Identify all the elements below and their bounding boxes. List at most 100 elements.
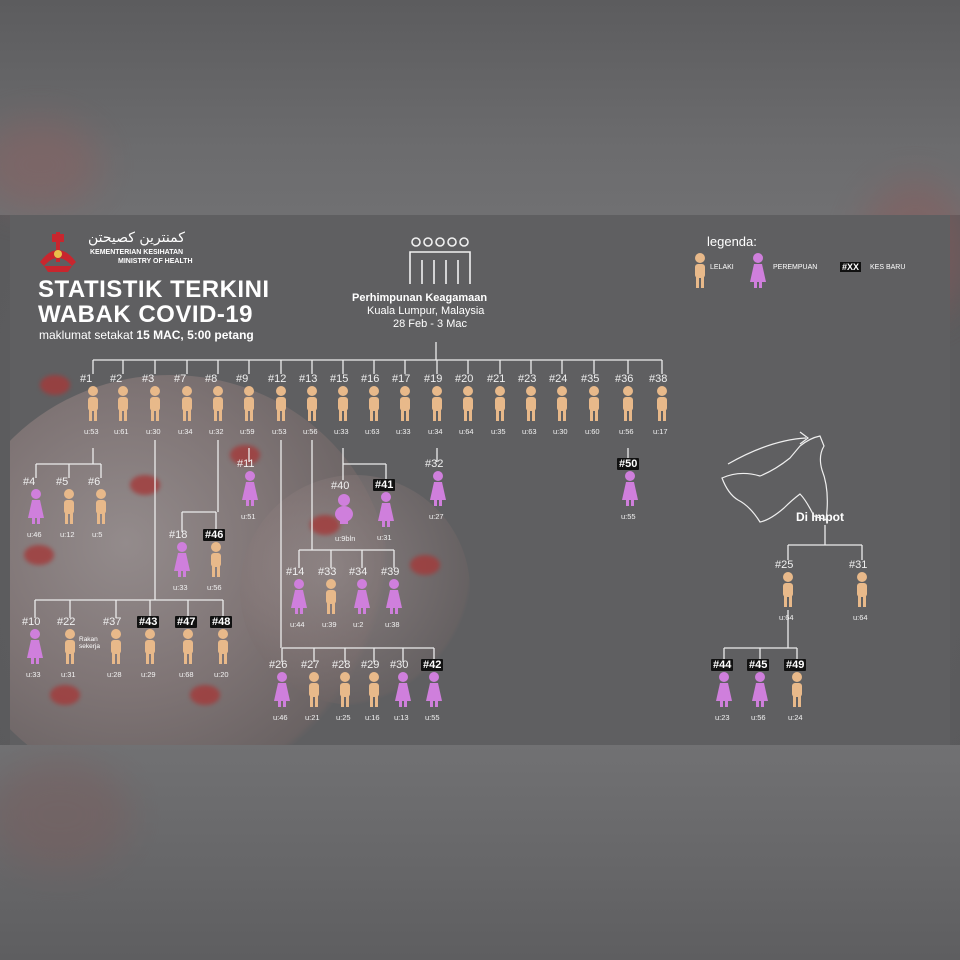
- legend-new-tag: #XX: [840, 262, 862, 272]
- case-age-label: u:63: [522, 427, 537, 436]
- case-id-label: #34: [349, 566, 368, 578]
- case-id-label: #33: [318, 566, 337, 578]
- case-age-label: u:46: [273, 713, 288, 722]
- case-age-label: u:56: [303, 427, 318, 436]
- case-id-label: #44: [711, 659, 734, 671]
- case-figure-icon: [463, 386, 473, 421]
- case-figure-icon: [783, 572, 793, 607]
- case-note: Rakan sekerja: [79, 636, 100, 650]
- case-id-label: #2: [110, 373, 123, 385]
- case-figure-icon: [64, 489, 74, 524]
- case-age-label: u:53: [84, 427, 99, 436]
- brunei-map-icon: [721, 435, 828, 523]
- case-id-label: #17: [392, 373, 411, 385]
- case-id-label: #27: [301, 659, 320, 671]
- case-age-label: u:27: [429, 512, 444, 521]
- case-id-label: #28: [332, 659, 351, 671]
- case-id-label: #12: [268, 373, 287, 385]
- case-figure-icon: [623, 386, 633, 421]
- background-top: [0, 0, 960, 215]
- case-id-label: #36: [615, 373, 634, 385]
- case-id-label: #8: [205, 373, 218, 385]
- case-age-label: u:33: [396, 427, 411, 436]
- case-id-label: #37: [103, 616, 122, 628]
- case-figure-icon: [378, 492, 394, 527]
- case-figure-icon: [244, 386, 254, 421]
- imported-label: Di Impot: [796, 510, 844, 524]
- case-figure-icon: [145, 629, 155, 664]
- gathering-title: Perhimpunan Keagamaan: [352, 292, 488, 304]
- case-age-label: u:38: [385, 620, 400, 629]
- case-id-label: #40: [331, 480, 350, 492]
- case-figure-icon: [386, 579, 402, 614]
- case-figure-icon: [213, 386, 223, 421]
- case-age-label: u:56: [619, 427, 634, 436]
- case-figure-icon: [589, 386, 599, 421]
- case-figure-icon: [242, 471, 258, 506]
- case-figure-icon: [28, 489, 44, 524]
- virus-spike: [24, 545, 54, 565]
- case-figure-icon: [111, 629, 121, 664]
- case-age-label: u:68: [179, 670, 194, 679]
- case-id-label: #25: [775, 559, 794, 571]
- ministry-arabic-name: كمنترين كصيحتن: [88, 230, 185, 246]
- update-prefix: maklumat setakat: [39, 328, 134, 342]
- background-bottom: [0, 745, 960, 960]
- case-age-label: u:23: [715, 713, 730, 722]
- case-figure-icon: [338, 386, 348, 421]
- legend-female-icon: [750, 253, 766, 288]
- case-figure-icon: [27, 629, 43, 664]
- case-id-label: #41: [373, 479, 396, 491]
- case-age-label: u:55: [425, 713, 440, 722]
- case-age-label: u:20: [214, 670, 229, 679]
- case-age-label: u:28: [107, 670, 122, 679]
- case-age-label: u:51: [241, 512, 256, 521]
- ministry-english-name: MINISTRY OF HEALTH: [118, 258, 193, 265]
- case-id-label: #21: [487, 373, 506, 385]
- case-age-label: u:33: [26, 670, 41, 679]
- case-age-label: u:59: [240, 427, 255, 436]
- case-id-label: #31: [849, 559, 868, 571]
- case-age-label: u:31: [61, 670, 76, 679]
- case-figure-icon: [340, 672, 350, 707]
- case-figure-icon: [218, 629, 228, 664]
- case-figure-icon: [432, 386, 442, 421]
- case-id-label: #7: [174, 373, 187, 385]
- gathering-dates: 28 Feb - 3 Mac: [393, 318, 467, 330]
- case-age-label: u:25: [336, 713, 351, 722]
- case-id-label: #23: [518, 373, 537, 385]
- case-figure-icon: [291, 579, 307, 614]
- virus-spike: [50, 685, 80, 705]
- case-id-label: #4: [23, 476, 36, 488]
- case-figure-icon: [274, 672, 290, 707]
- case-figure-icon: [792, 672, 802, 707]
- case-age-label: u:61: [114, 427, 129, 436]
- case-figure-icon: [857, 572, 867, 607]
- virus-spike: [40, 375, 70, 395]
- case-id-label: #39: [381, 566, 400, 578]
- case-id-label: #50: [617, 458, 640, 470]
- legend-title: legenda:: [707, 234, 757, 249]
- case-id-label: #19: [424, 373, 443, 385]
- case-figure-icon: [276, 386, 286, 421]
- update-timestamp: maklumat setakat 15 MAC, 5:00 petang: [39, 328, 254, 342]
- case-figure-icon: [96, 489, 106, 524]
- case-age-label: u:24: [788, 713, 803, 722]
- case-id-label: #45: [747, 659, 770, 671]
- bg-blur-blob: [0, 760, 130, 870]
- case-age-label: u:64: [779, 613, 794, 622]
- virus-spike: [130, 475, 160, 495]
- case-id-label: #20: [455, 373, 474, 385]
- case-id-label: #47: [175, 616, 198, 628]
- page-title-line1: STATISTIK TERKINI: [38, 276, 270, 303]
- case-age-label: u:56: [751, 713, 766, 722]
- case-id-label: #6: [88, 476, 101, 488]
- case-age-label: u:33: [173, 583, 188, 592]
- case-age-label: u:33: [334, 427, 349, 436]
- case-id-label: #48: [210, 616, 233, 628]
- case-age-label: u:2: [353, 620, 364, 629]
- case-age-label: u:29: [141, 670, 156, 679]
- case-id-label: #1: [80, 373, 93, 385]
- case-figure-icon: [118, 386, 128, 421]
